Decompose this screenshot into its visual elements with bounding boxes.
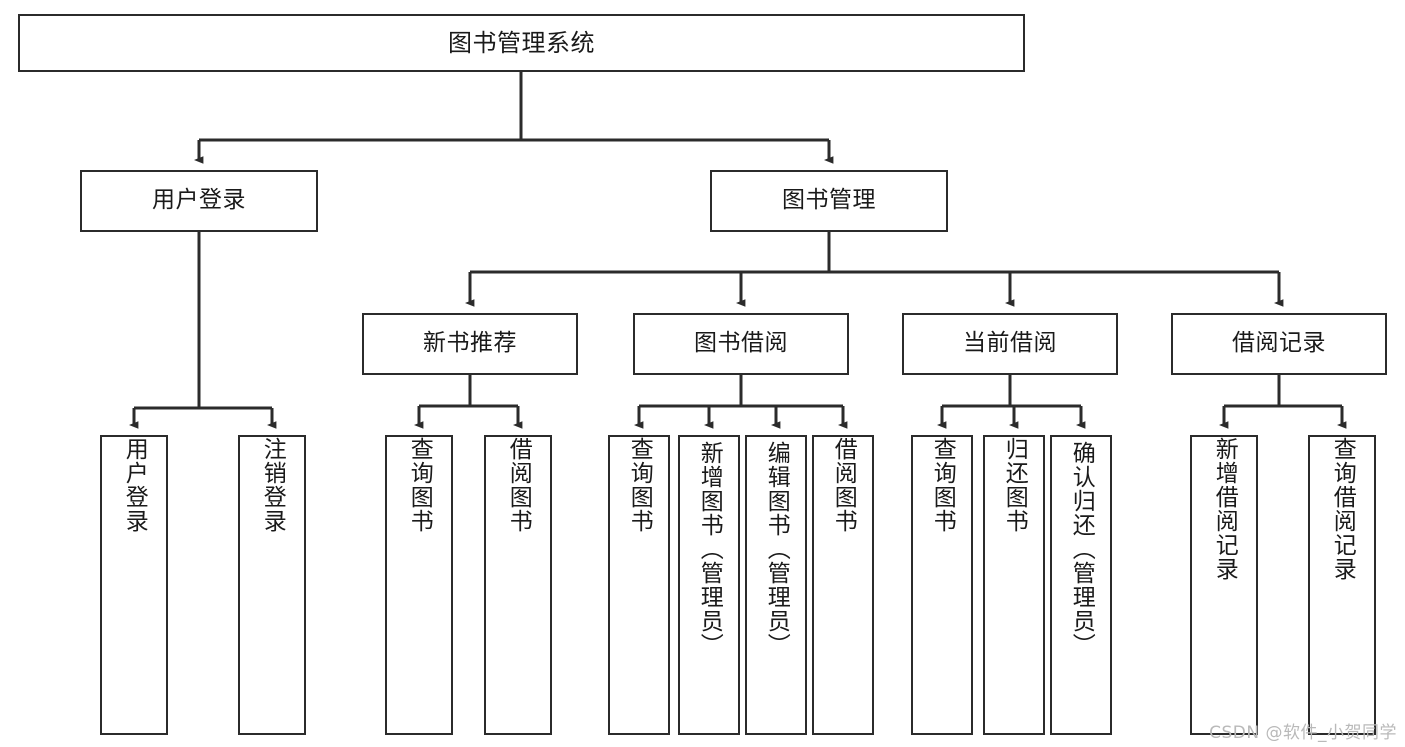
node-leaf-confirm-return[interactable]: 确认归还（管理员） bbox=[1050, 435, 1112, 735]
node-leaf-query-book-3-label: 查询图书 bbox=[929, 437, 956, 533]
node-current-borrow-label: 当前借阅 bbox=[963, 330, 1057, 357]
node-leaf-return-book[interactable]: 归还图书 bbox=[983, 435, 1045, 735]
node-leaf-user-login-label: 用户登录 bbox=[121, 437, 148, 533]
node-borrow-record-label: 借阅记录 bbox=[1232, 330, 1326, 357]
node-leaf-query-book-1-label: 查询图书 bbox=[406, 437, 433, 533]
node-leaf-query-book-1[interactable]: 查询图书 bbox=[385, 435, 453, 735]
node-book-manage-label: 图书管理 bbox=[782, 187, 876, 214]
node-leaf-logout-label: 注销登录 bbox=[259, 437, 286, 533]
node-leaf-query-book-3[interactable]: 查询图书 bbox=[911, 435, 973, 735]
node-leaf-query-record[interactable]: 查询借阅记录 bbox=[1308, 435, 1376, 735]
node-leaf-query-record-label: 查询借阅记录 bbox=[1329, 437, 1356, 581]
node-root-label: 图书管理系统 bbox=[448, 28, 595, 57]
csdn-watermark: CSDN @软件_小贺同学 bbox=[1209, 723, 1397, 743]
node-leaf-add-record[interactable]: 新增借阅记录 bbox=[1190, 435, 1258, 735]
node-leaf-edit-book-label: 编辑图书（管理员） bbox=[763, 441, 790, 657]
node-root[interactable]: 图书管理系统 bbox=[18, 14, 1025, 72]
node-leaf-query-book-2[interactable]: 查询图书 bbox=[608, 435, 670, 735]
node-leaf-user-login[interactable]: 用户登录 bbox=[100, 435, 168, 735]
node-user-login-label: 用户登录 bbox=[152, 187, 246, 214]
node-user-login[interactable]: 用户登录 bbox=[80, 170, 318, 232]
node-new-book-recommend-label: 新书推荐 bbox=[423, 330, 517, 357]
node-leaf-logout[interactable]: 注销登录 bbox=[238, 435, 306, 735]
node-leaf-return-book-label: 归还图书 bbox=[1001, 437, 1028, 533]
node-borrow-record[interactable]: 借阅记录 bbox=[1171, 313, 1387, 375]
node-leaf-borrow-book-2[interactable]: 借阅图书 bbox=[812, 435, 874, 735]
node-book-manage[interactable]: 图书管理 bbox=[710, 170, 948, 232]
node-leaf-confirm-return-label: 确认归还（管理员） bbox=[1068, 441, 1095, 657]
node-book-borrow-label: 图书借阅 bbox=[694, 330, 788, 357]
node-book-borrow[interactable]: 图书借阅 bbox=[633, 313, 849, 375]
node-leaf-add-record-label: 新增借阅记录 bbox=[1211, 437, 1238, 581]
node-leaf-borrow-book-2-label: 借阅图书 bbox=[830, 437, 857, 533]
node-current-borrow[interactable]: 当前借阅 bbox=[902, 313, 1118, 375]
node-leaf-borrow-book-1[interactable]: 借阅图书 bbox=[484, 435, 552, 735]
node-leaf-borrow-book-1-label: 借阅图书 bbox=[505, 437, 532, 533]
node-leaf-edit-book[interactable]: 编辑图书（管理员） bbox=[745, 435, 807, 735]
node-leaf-add-book[interactable]: 新增图书（管理员） bbox=[678, 435, 740, 735]
node-leaf-add-book-label: 新增图书（管理员） bbox=[696, 441, 723, 657]
node-leaf-query-book-2-label: 查询图书 bbox=[626, 437, 653, 533]
node-new-book-recommend[interactable]: 新书推荐 bbox=[362, 313, 578, 375]
